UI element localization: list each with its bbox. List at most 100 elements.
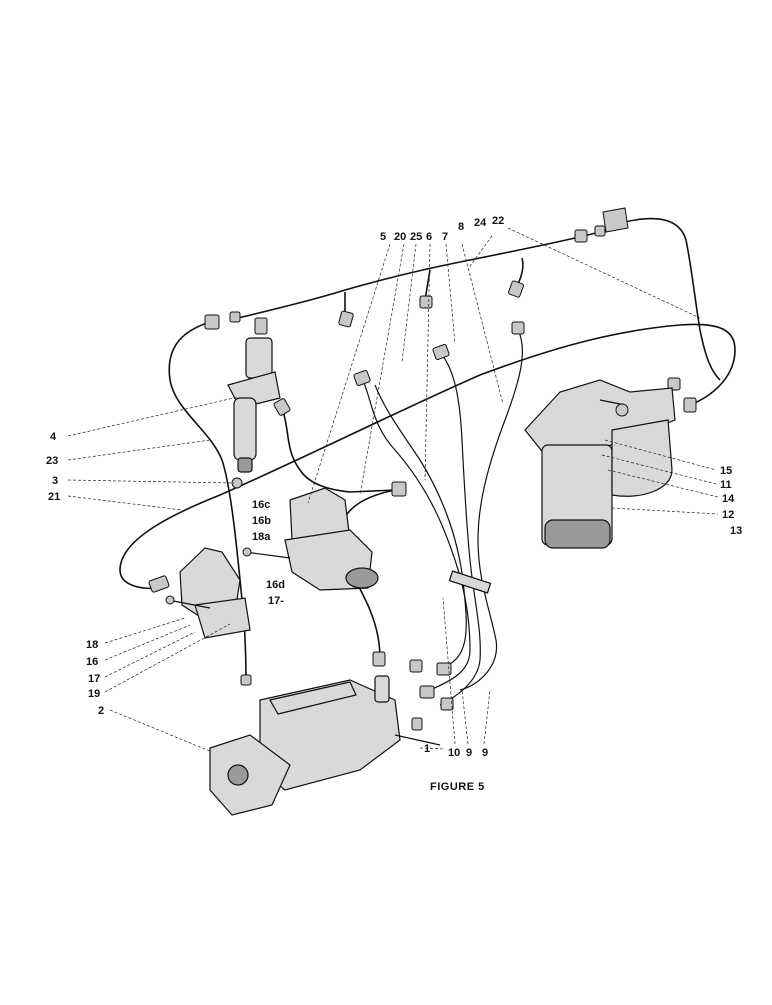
injector-assembly xyxy=(227,337,281,489)
leader-lines xyxy=(67,227,719,753)
callout-25: 25 xyxy=(410,231,422,243)
callout-13: 13 xyxy=(730,525,742,537)
leader-line xyxy=(461,243,504,405)
outlet-union xyxy=(374,675,390,703)
leader-line xyxy=(67,479,235,484)
injector-nozzle xyxy=(237,457,253,473)
leader-line xyxy=(359,243,405,496)
leader-line xyxy=(445,243,456,345)
alternative-lift-pump xyxy=(165,547,251,639)
figure-caption: FIGURE 5 xyxy=(430,781,485,793)
callout-16b: 16b xyxy=(252,515,271,527)
pump-stud xyxy=(394,734,441,746)
union-nut xyxy=(391,481,407,497)
callout-14: 14 xyxy=(722,493,735,505)
leader-line xyxy=(401,243,417,363)
callout-1: 1 xyxy=(424,743,430,755)
union-nut xyxy=(254,317,268,335)
union-nut xyxy=(204,314,220,330)
union-nut xyxy=(432,344,450,360)
pump-to-filter-pipe xyxy=(281,407,396,493)
leader-line xyxy=(469,235,493,267)
filter-bolt-head xyxy=(615,403,629,417)
callout-5: 5 xyxy=(380,231,386,243)
lift-pump-stud xyxy=(244,551,291,559)
callout-17-secondary: 17- xyxy=(268,595,284,607)
union-nut xyxy=(508,280,524,298)
leader-line xyxy=(461,689,469,745)
callout-18a: 18a xyxy=(252,531,271,543)
leader-line xyxy=(104,623,231,693)
union-nut xyxy=(229,311,241,323)
union-nut xyxy=(353,370,371,386)
leader-line xyxy=(104,617,186,644)
leader-line xyxy=(611,507,719,515)
callout-22: 22 xyxy=(492,215,504,227)
leader-line xyxy=(104,631,196,678)
injector-pipe-c xyxy=(459,329,524,691)
callout-16d: 16d xyxy=(266,579,285,591)
union-nut xyxy=(511,321,525,335)
filter-element xyxy=(611,419,673,497)
callout-17: 17 xyxy=(88,673,100,685)
lift-pump-assembly xyxy=(242,487,379,591)
stud-nut xyxy=(411,717,423,731)
callout-9-right: 9 xyxy=(482,747,488,759)
callout-4: 4 xyxy=(50,431,57,443)
leader-line xyxy=(109,709,213,753)
callout-12: 12 xyxy=(722,509,734,521)
leader-line xyxy=(419,747,446,750)
callout-11: 11 xyxy=(720,479,732,491)
callout-8: 8 xyxy=(458,221,464,233)
pump-base xyxy=(194,597,251,639)
callout-9-left: 9 xyxy=(466,747,472,759)
union-nut xyxy=(594,225,606,237)
banjo-union xyxy=(602,207,629,233)
copper-washer xyxy=(231,477,243,489)
pump-mounting-flange xyxy=(209,734,291,816)
union-nut xyxy=(419,295,433,309)
leader-line xyxy=(442,597,456,745)
callout-21: 21 xyxy=(48,491,60,503)
drive-hub xyxy=(227,764,249,786)
callout-24: 24 xyxy=(474,217,487,229)
callout-15: 15 xyxy=(720,465,732,477)
union-nut xyxy=(667,377,681,391)
callout-23: 23 xyxy=(46,455,58,467)
callout-19: 19 xyxy=(88,688,100,700)
fuel-filter-assembly xyxy=(524,379,676,549)
union-nut xyxy=(574,229,588,243)
callout-10: 10 xyxy=(448,747,460,759)
union-nut xyxy=(440,697,454,711)
stud-nut xyxy=(242,547,252,557)
callout-7: 7 xyxy=(442,231,448,243)
callout-labels: 5 20 25 6 7 8 24 22 4 23 3 21 16c 16b 18… xyxy=(46,215,742,759)
injector-nozzle-holder xyxy=(233,397,257,461)
union-nut xyxy=(409,659,423,673)
callout-20: 20 xyxy=(394,231,406,243)
leader-line xyxy=(104,624,191,661)
injector-body-upper xyxy=(245,337,273,379)
pipe-clamp xyxy=(448,570,492,594)
callout-16: 16 xyxy=(86,656,98,668)
union-nut xyxy=(273,398,291,416)
pump-head xyxy=(269,681,357,715)
leader-line xyxy=(604,439,717,471)
injector-pipe-d xyxy=(374,384,467,669)
leader-line xyxy=(67,495,183,511)
union-nut xyxy=(240,674,252,686)
callout-2: 2 xyxy=(98,705,104,717)
injector-pipe-b xyxy=(439,351,481,706)
leader-line xyxy=(307,243,391,504)
leader-line xyxy=(607,469,719,498)
injection-pump-assembly xyxy=(209,675,441,816)
spill-pipe xyxy=(119,323,736,590)
leader-line xyxy=(424,243,431,481)
union-nut xyxy=(436,662,452,676)
callout-18: 18 xyxy=(86,639,98,651)
leader-line xyxy=(483,689,491,745)
leak-off-pipe xyxy=(237,217,721,381)
pump-stud xyxy=(167,599,211,609)
